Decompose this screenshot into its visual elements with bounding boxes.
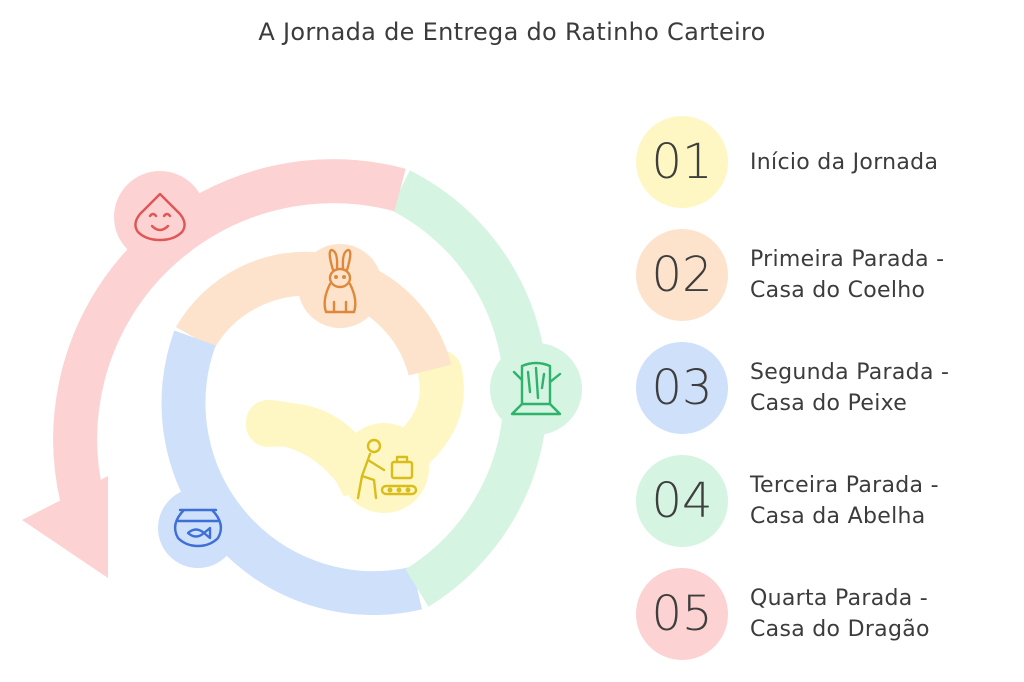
step-label: Segunda Parada - Casa do Peixe <box>750 360 950 416</box>
step-05: 05 Quarta Parada - Casa do Dragão <box>636 568 1024 660</box>
spiral-arrow-head <box>22 476 108 578</box>
tree-stump-icon <box>510 361 562 416</box>
step-number-badge: 01 <box>636 116 728 208</box>
step-label: Quarta Parada - Casa do Dragão <box>750 586 930 642</box>
step-number-badge: 05 <box>636 568 728 660</box>
step-03: 03 Segunda Parada - Casa do Peixe <box>636 342 1024 434</box>
diagram-title: A Jornada de Entrega do Ratinho Carteiro <box>258 18 766 46</box>
step-label: Início da Jornada <box>750 149 939 175</box>
fishbowl-icon <box>173 508 223 548</box>
step-04: 04 Terceira Parada - Casa da Abelha <box>636 455 1024 547</box>
step-02: 02 Primeira Parada - Casa do Coelho <box>636 229 1024 321</box>
rabbit-icon <box>323 248 357 314</box>
step-number-badge: 04 <box>636 455 728 547</box>
smiling-blob-icon <box>134 192 186 242</box>
step-01: 01 Início da Jornada <box>636 116 1024 208</box>
step-label: Primeira Parada - Casa do Coelho <box>750 247 945 303</box>
step-label: Terceira Parada - Casa da Abelha <box>750 473 939 529</box>
porter-luggage-icon <box>356 438 418 500</box>
step-number-badge: 03 <box>636 342 728 434</box>
step-number-badge: 02 <box>636 229 728 321</box>
